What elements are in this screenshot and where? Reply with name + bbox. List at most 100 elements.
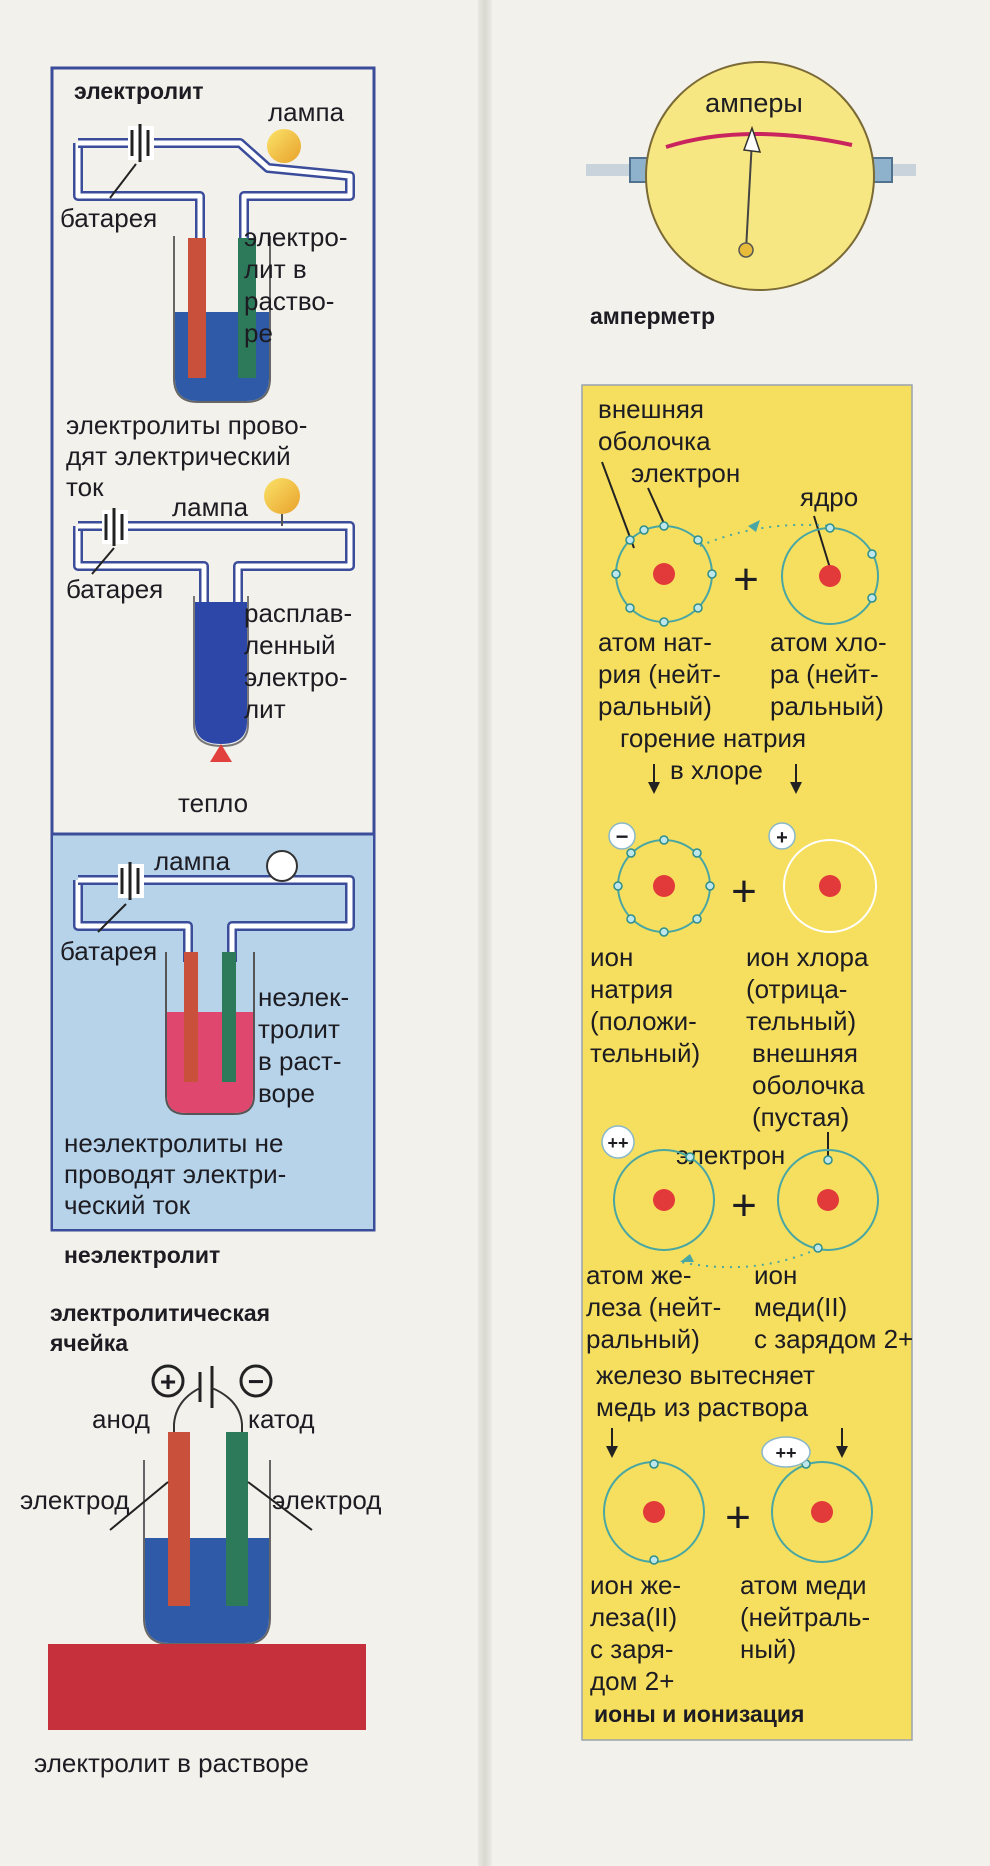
svg-text:ре: ре xyxy=(244,318,273,348)
svg-text:в раст-: в раст- xyxy=(258,1046,342,1076)
svg-text:лит: лит xyxy=(244,694,286,724)
svg-text:ион хлора: ион хлора xyxy=(746,942,869,972)
book-spine xyxy=(478,0,492,1866)
svg-text:(нейтраль-: (нейтраль- xyxy=(740,1602,870,1632)
svg-text:(положи-: (положи- xyxy=(590,1006,697,1036)
svg-text:ленный: ленный xyxy=(244,630,336,660)
minus-terminal-icon xyxy=(239,1364,273,1398)
iron-ion xyxy=(603,1459,705,1565)
electrode-rod xyxy=(184,952,198,1082)
svg-text:анод: анод xyxy=(92,1404,150,1434)
electrode-rod xyxy=(188,238,206,378)
svg-text:электрод: электрод xyxy=(20,1485,129,1515)
cell-caption: электролит в растворе xyxy=(34,1748,309,1778)
circuit-3: лампа батарея неэлек- тролит в раст- вор… xyxy=(60,846,355,1115)
svg-text:лит в: лит в xyxy=(244,254,307,284)
cathode-rod xyxy=(226,1432,248,1606)
nonelectrolyte-title: неэлектролит xyxy=(64,1242,220,1268)
svg-text:рия (нейт-: рия (нейт- xyxy=(598,659,721,689)
svg-text:лампа: лампа xyxy=(172,492,249,522)
svg-text:внешняя: внешняя xyxy=(598,394,704,424)
svg-text:++: ++ xyxy=(775,1443,796,1463)
lamp-unlit-icon xyxy=(266,850,298,882)
cell-base xyxy=(48,1644,366,1730)
svg-text:батарея: батарея xyxy=(60,936,157,966)
svg-text:+: + xyxy=(776,827,788,849)
circuit-2: лампа батарея расплав- ленный электро- л… xyxy=(66,478,355,818)
svg-text:+: + xyxy=(731,1181,757,1230)
nucleus-dot xyxy=(819,565,841,587)
nucleus-dot xyxy=(819,875,841,897)
svg-text:электро-: электро- xyxy=(244,222,347,252)
nonelectrolyte-solution xyxy=(167,1012,253,1113)
lamp-lit-icon xyxy=(267,129,301,163)
heat-flame-icon xyxy=(210,744,232,762)
svg-text:медь из раствора: медь из раствора xyxy=(596,1392,809,1422)
svg-text:электролитическая: электролитическая xyxy=(50,1300,270,1326)
svg-text:лампа: лампа xyxy=(268,97,345,127)
svg-text:леза(II): леза(II) xyxy=(590,1602,677,1632)
nucleus-dot xyxy=(653,875,675,897)
svg-text:++: ++ xyxy=(607,1133,628,1153)
svg-text:+: + xyxy=(731,867,757,916)
down-arrow-icon xyxy=(648,764,660,794)
copper-atom xyxy=(771,1459,873,1563)
svg-text:тролит: тролит xyxy=(258,1014,340,1044)
svg-text:оболочка: оболочка xyxy=(598,426,711,456)
ammeter-icon xyxy=(586,61,916,291)
down-arrow-icon xyxy=(606,1428,618,1458)
charge-bubble xyxy=(768,822,796,850)
nucleus-dot xyxy=(811,1501,833,1523)
chlorine-atom xyxy=(781,523,879,625)
svg-text:натрия: натрия xyxy=(590,974,673,1004)
ions-title: ионы и ионизация xyxy=(594,1701,804,1727)
svg-text:+: + xyxy=(733,555,759,604)
nucleus-dot xyxy=(643,1501,665,1523)
svg-text:ток: ток xyxy=(66,472,104,502)
svg-text:электрон: электрон xyxy=(631,458,740,488)
svg-text:ион: ион xyxy=(590,942,633,972)
svg-text:лампа: лампа xyxy=(154,846,231,876)
chlorine-ion xyxy=(783,839,877,933)
ammeter-scale-label: амперы xyxy=(705,88,803,118)
svg-text:атом меди: атом меди xyxy=(740,1570,867,1600)
svg-text:ральный): ральный) xyxy=(770,691,884,721)
svg-text:горение натрия: горение натрия xyxy=(620,723,806,753)
svg-text:леза (нейт-: леза (нейт- xyxy=(586,1292,721,1322)
ammeter-title: амперметр xyxy=(590,303,715,329)
nucleus-dot xyxy=(817,1189,839,1211)
svg-text:неэлектролиты не: неэлектролиты не xyxy=(64,1128,283,1158)
svg-text:атом нат-: атом нат- xyxy=(598,627,712,657)
svg-text:внешняя: внешняя xyxy=(752,1038,858,1068)
sodium-atom xyxy=(611,521,717,627)
svg-text:электро-: электро- xyxy=(244,662,347,692)
svg-text:(пустая): (пустая) xyxy=(752,1102,849,1132)
svg-text:ральный): ральный) xyxy=(586,1324,700,1354)
svg-text:ядро: ядро xyxy=(800,482,858,512)
svg-text:дом 2+: дом 2+ xyxy=(590,1666,674,1696)
svg-text:атом хло-: атом хло- xyxy=(770,627,887,657)
cell-electrolyte-solution xyxy=(145,1538,269,1643)
charge-bubble xyxy=(761,1436,811,1468)
svg-text:с заря-: с заря- xyxy=(590,1634,674,1664)
svg-text:батарея: батарея xyxy=(66,574,163,604)
anode-rod xyxy=(168,1432,190,1606)
svg-text:ион: ион xyxy=(754,1260,797,1290)
svg-text:тепло: тепло xyxy=(178,788,248,818)
svg-text:электролиты прово-: электролиты прово- xyxy=(66,410,307,440)
electrolyte-frame xyxy=(50,66,376,1232)
battery-icon xyxy=(128,124,154,162)
electrolytic-cell: + − анод катод электрод электрод xyxy=(20,1364,381,1730)
molten-electrolyte xyxy=(195,602,247,744)
charge-bubble xyxy=(608,822,636,850)
electrolyte-title: электролит xyxy=(74,78,204,104)
down-arrow-icon xyxy=(790,764,802,794)
battery-icon xyxy=(118,862,144,900)
svg-text:электрод: электрод xyxy=(272,1485,381,1515)
svg-text:батарея: батарея xyxy=(60,203,157,233)
nucleus-dot xyxy=(653,563,675,585)
svg-text:ный): ный) xyxy=(740,1634,796,1664)
down-arrow-icon xyxy=(836,1428,848,1458)
svg-text:дят электрический: дят электрический xyxy=(66,441,291,471)
svg-text:катод: катод xyxy=(248,1404,315,1434)
